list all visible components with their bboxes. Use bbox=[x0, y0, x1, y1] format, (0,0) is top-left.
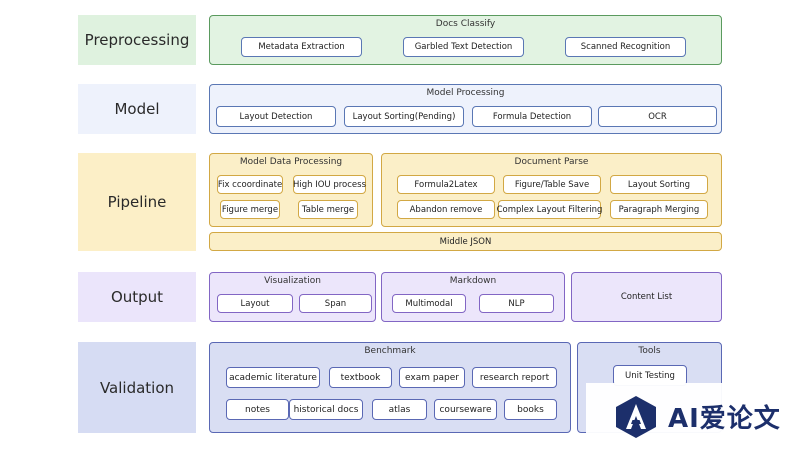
bench-academic-literature: academic literature bbox=[226, 367, 320, 388]
stage-pipeline: Pipeline bbox=[78, 153, 196, 251]
docs-classify-panel: Docs Classify Metadata Extraction Garble… bbox=[209, 15, 722, 65]
stage-preprocessing: Preprocessing bbox=[78, 15, 196, 65]
formula-detection-box: Formula Detection bbox=[472, 106, 592, 127]
bench-books: books bbox=[504, 399, 557, 420]
high-iou-process-box: High IOU process bbox=[293, 175, 366, 194]
panel-title: Visualization bbox=[264, 276, 321, 286]
figure-merge-box: Figure merge bbox=[220, 200, 280, 219]
panel-title: Document Parse bbox=[514, 157, 589, 167]
middle-json-bar: Middle JSON bbox=[209, 232, 722, 251]
panel-title: Benchmark bbox=[364, 346, 416, 356]
complex-layout-filtering-box: Complex Layout Filtering bbox=[497, 200, 602, 219]
document-parse-panel: Document Parse Formula2Latex Figure/Tabl… bbox=[381, 153, 722, 227]
bench-textbook: textbook bbox=[329, 367, 392, 388]
bench-courseware: courseware bbox=[434, 399, 497, 420]
watermark-text: AI爱论文 bbox=[668, 404, 781, 434]
bench-exam-paper: exam paper bbox=[399, 367, 465, 388]
content-list-panel: Content List bbox=[571, 272, 722, 322]
span-output-box: Span bbox=[299, 294, 372, 313]
ocr-box: OCR bbox=[598, 106, 717, 127]
panel-title: Model Data Processing bbox=[239, 157, 343, 167]
model-data-processing-panel: Model Data Processing Fix ccoordinate Hi… bbox=[209, 153, 373, 227]
garbled-text-detection-box: Garbled Text Detection bbox=[403, 37, 524, 57]
stage-validation: Validation bbox=[78, 342, 196, 433]
benchmark-panel: Benchmark academic literature textbook e… bbox=[209, 342, 571, 433]
figure-table-save-box: Figure/Table Save bbox=[503, 175, 601, 194]
abandon-remove-box: Abandon remove bbox=[397, 200, 495, 219]
metadata-extraction-box: Metadata Extraction bbox=[241, 37, 362, 57]
model-processing-panel: Model Processing Layout Detection Layout… bbox=[209, 84, 722, 134]
layout-sorting-pending-box: Layout Sorting(Pending) bbox=[344, 106, 464, 127]
nlp-box: NLP bbox=[479, 294, 554, 313]
paragraph-merging-box: Paragraph Merging bbox=[610, 200, 708, 219]
bench-research-report: research report bbox=[472, 367, 557, 388]
fix-coordinate-box: Fix ccoordinate bbox=[217, 175, 283, 194]
table-merge-box: Table merge bbox=[298, 200, 358, 219]
panel-title: Model Processing bbox=[426, 88, 505, 98]
scanned-recognition-box: Scanned Recognition bbox=[565, 37, 686, 57]
multimodal-box: Multimodal bbox=[392, 294, 466, 313]
layout-sorting-box: Layout Sorting bbox=[610, 175, 708, 194]
watermark: AI爱论文 bbox=[586, 383, 800, 450]
content-list-label: Content List bbox=[620, 292, 673, 302]
ai-logo-icon bbox=[616, 395, 656, 438]
middle-json-label: Middle JSON bbox=[439, 236, 492, 247]
panel-title: Tools bbox=[638, 346, 661, 356]
layout-output-box: Layout bbox=[217, 294, 293, 313]
stage-output: Output bbox=[78, 272, 196, 322]
formula2latex-box: Formula2Latex bbox=[397, 175, 495, 194]
bench-atlas: atlas bbox=[372, 399, 427, 420]
bench-notes: notes bbox=[226, 399, 289, 420]
bench-historical-docs: historical docs bbox=[289, 399, 363, 420]
panel-title: Markdown bbox=[449, 276, 497, 286]
panel-title: Docs Classify bbox=[435, 19, 496, 29]
stage-model: Model bbox=[78, 84, 196, 134]
visualization-panel: Visualization Layout Span bbox=[209, 272, 376, 322]
layout-detection-box: Layout Detection bbox=[216, 106, 336, 127]
markdown-panel: Markdown Multimodal NLP bbox=[381, 272, 565, 322]
